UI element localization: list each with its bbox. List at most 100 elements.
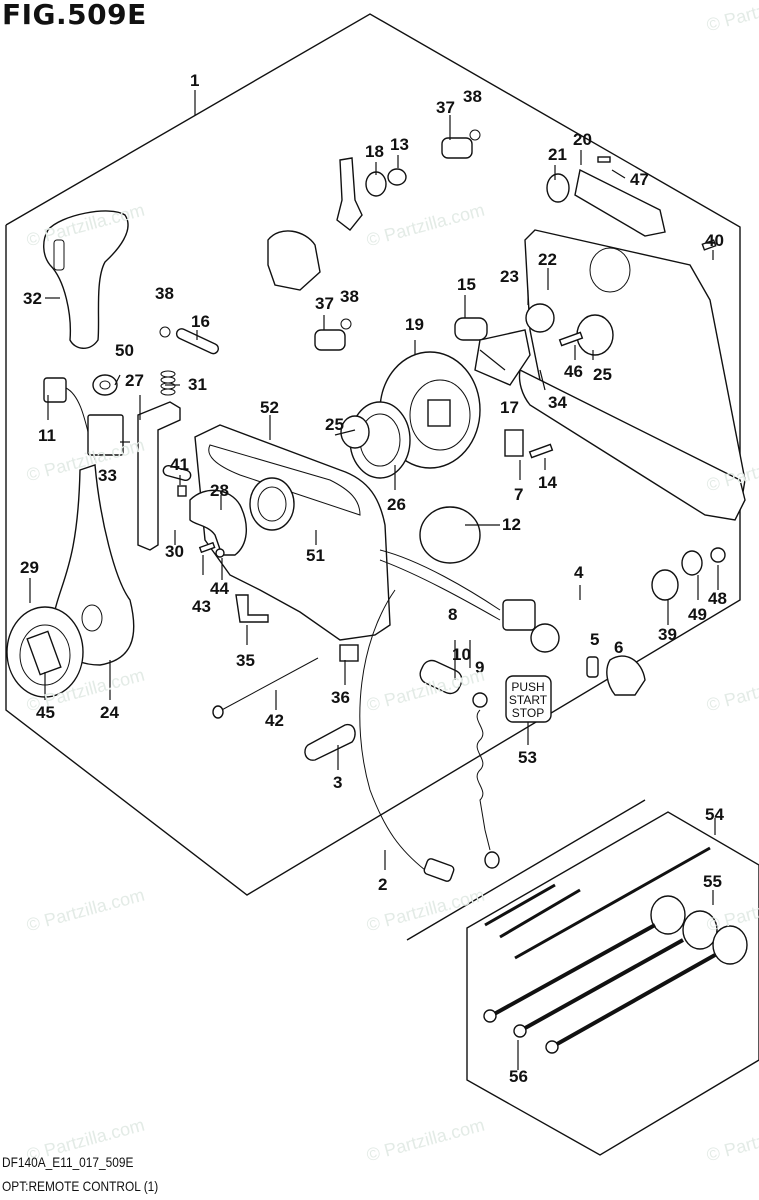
part-45-hub-emblem <box>26 630 62 676</box>
callout-45: 45 <box>36 703 55 722</box>
callout-23: 23 <box>500 267 519 286</box>
callout-52: 52 <box>260 398 279 417</box>
part-7-neutral-switch <box>504 429 524 457</box>
upper-shift-cam <box>267 230 321 291</box>
part-20-mount-strap <box>574 168 666 237</box>
callout-1: 1 <box>190 71 199 90</box>
part-31-spring <box>160 370 176 396</box>
callout-56: 56 <box>509 1067 528 1086</box>
callout-22: 22 <box>538 250 557 269</box>
callout-49: 49 <box>688 605 707 624</box>
part-15-shaft-arm <box>454 317 488 341</box>
part-34-side-plate <box>518 368 746 521</box>
callout-47: 47 <box>630 170 649 189</box>
callout-19: 19 <box>405 315 424 334</box>
part-18-bushing <box>365 171 387 197</box>
figure-title: FIG.509E <box>2 0 147 31</box>
part-49-washer <box>681 550 703 576</box>
stop-label: STOP <box>512 706 544 720</box>
callout-5: 5 <box>590 630 599 649</box>
ignition-switch-barrel <box>530 623 560 653</box>
lanyard-clip <box>484 851 500 869</box>
kit-frame-outer <box>406 799 646 941</box>
callout-48: 48 <box>708 589 727 608</box>
callout-18: 18 <box>365 142 384 161</box>
neutral-plate-square-hole <box>427 399 451 427</box>
figure-code: DF140A_E11_017_509E <box>2 1154 134 1170</box>
callout-42: 42 <box>265 711 284 730</box>
callout-35: 35 <box>236 651 255 670</box>
callout-17: 17 <box>500 398 519 417</box>
callout-43: 43 <box>192 597 211 616</box>
part-43-screw <box>198 541 216 554</box>
callout-4: 4 <box>574 563 584 582</box>
part-40-screw <box>701 239 717 251</box>
part-4-ignition-switch-body <box>502 599 536 631</box>
part-55-spacers <box>650 895 748 965</box>
lever-bore <box>81 604 103 632</box>
callout-14: 14 <box>538 473 557 492</box>
part-18-throttle-arm <box>336 157 363 231</box>
part-17-cam-plate <box>474 329 531 386</box>
callout-53: 53 <box>518 748 537 767</box>
part-16-pin <box>175 328 220 355</box>
start-label: START <box>509 693 548 707</box>
part-28-detent-cam <box>189 489 247 556</box>
part-9-stop-clip <box>472 692 488 708</box>
part-46-bolt <box>558 331 584 347</box>
part-53-push-start-stop-button: PUSH START STOP <box>505 675 552 723</box>
callout-25-right: 25 <box>593 365 612 384</box>
part-11-trim-switch <box>43 377 67 403</box>
part-6-key-fob <box>606 655 646 696</box>
part-35-bracket <box>235 594 269 623</box>
part-24-control-lever <box>53 464 135 666</box>
push-label: PUSH <box>511 680 544 694</box>
part-8-stop-switch <box>419 659 463 695</box>
callout-37-mid: 37 <box>315 294 334 313</box>
housing-shaft-bore <box>249 477 295 531</box>
part-32-handle-grip <box>43 210 129 349</box>
part-44-lock-washer <box>215 548 225 558</box>
assembly-frame <box>5 13 741 896</box>
callout-54: 54 <box>705 805 724 824</box>
callout-41: 41 <box>170 455 189 474</box>
callout-28: 28 <box>210 481 229 500</box>
callout-8: 8 <box>448 605 457 624</box>
callout-3: 3 <box>333 773 342 792</box>
callout-13: 13 <box>390 135 409 154</box>
part-23-gear <box>525 303 555 333</box>
callout-6: 6 <box>614 638 623 657</box>
part-14-screw <box>528 443 554 459</box>
callout-20: 20 <box>573 130 592 149</box>
callout-25-left: 25 <box>325 415 344 434</box>
callout-51: 51 <box>306 546 325 565</box>
part-47-screw <box>597 156 611 163</box>
part-33-switch-bracket <box>87 414 124 456</box>
callout-38-top: 38 <box>463 87 482 106</box>
callout-38-left: 38 <box>155 284 174 303</box>
callout-9: 9 <box>475 658 484 677</box>
callout-15: 15 <box>457 275 476 294</box>
part-42-long-screw <box>217 657 319 713</box>
callout-31: 31 <box>188 375 207 394</box>
part-30-link-plate <box>162 464 192 482</box>
callout-50: 50 <box>115 341 134 360</box>
screw-42-head <box>212 705 224 719</box>
part-37-cable-end-mid <box>314 329 346 351</box>
handle-grip-slot <box>53 239 65 271</box>
callout-21: 21 <box>548 145 567 164</box>
callout-27: 27 <box>125 371 144 390</box>
part-51-control-housing <box>194 424 391 641</box>
part-36-clip <box>339 644 359 662</box>
callout-2: 2 <box>378 875 387 894</box>
washer-hole <box>99 380 111 390</box>
harness-connector <box>423 858 455 882</box>
neutral-plate-inner <box>409 379 471 451</box>
callout-16: 16 <box>191 312 210 331</box>
part-38-e-clip-mid <box>340 318 352 330</box>
callout-44: 44 <box>210 579 229 598</box>
part-25-bushing-right <box>576 314 614 356</box>
callout-26: 26 <box>387 495 406 514</box>
hardware-kit-frame <box>466 811 759 1156</box>
